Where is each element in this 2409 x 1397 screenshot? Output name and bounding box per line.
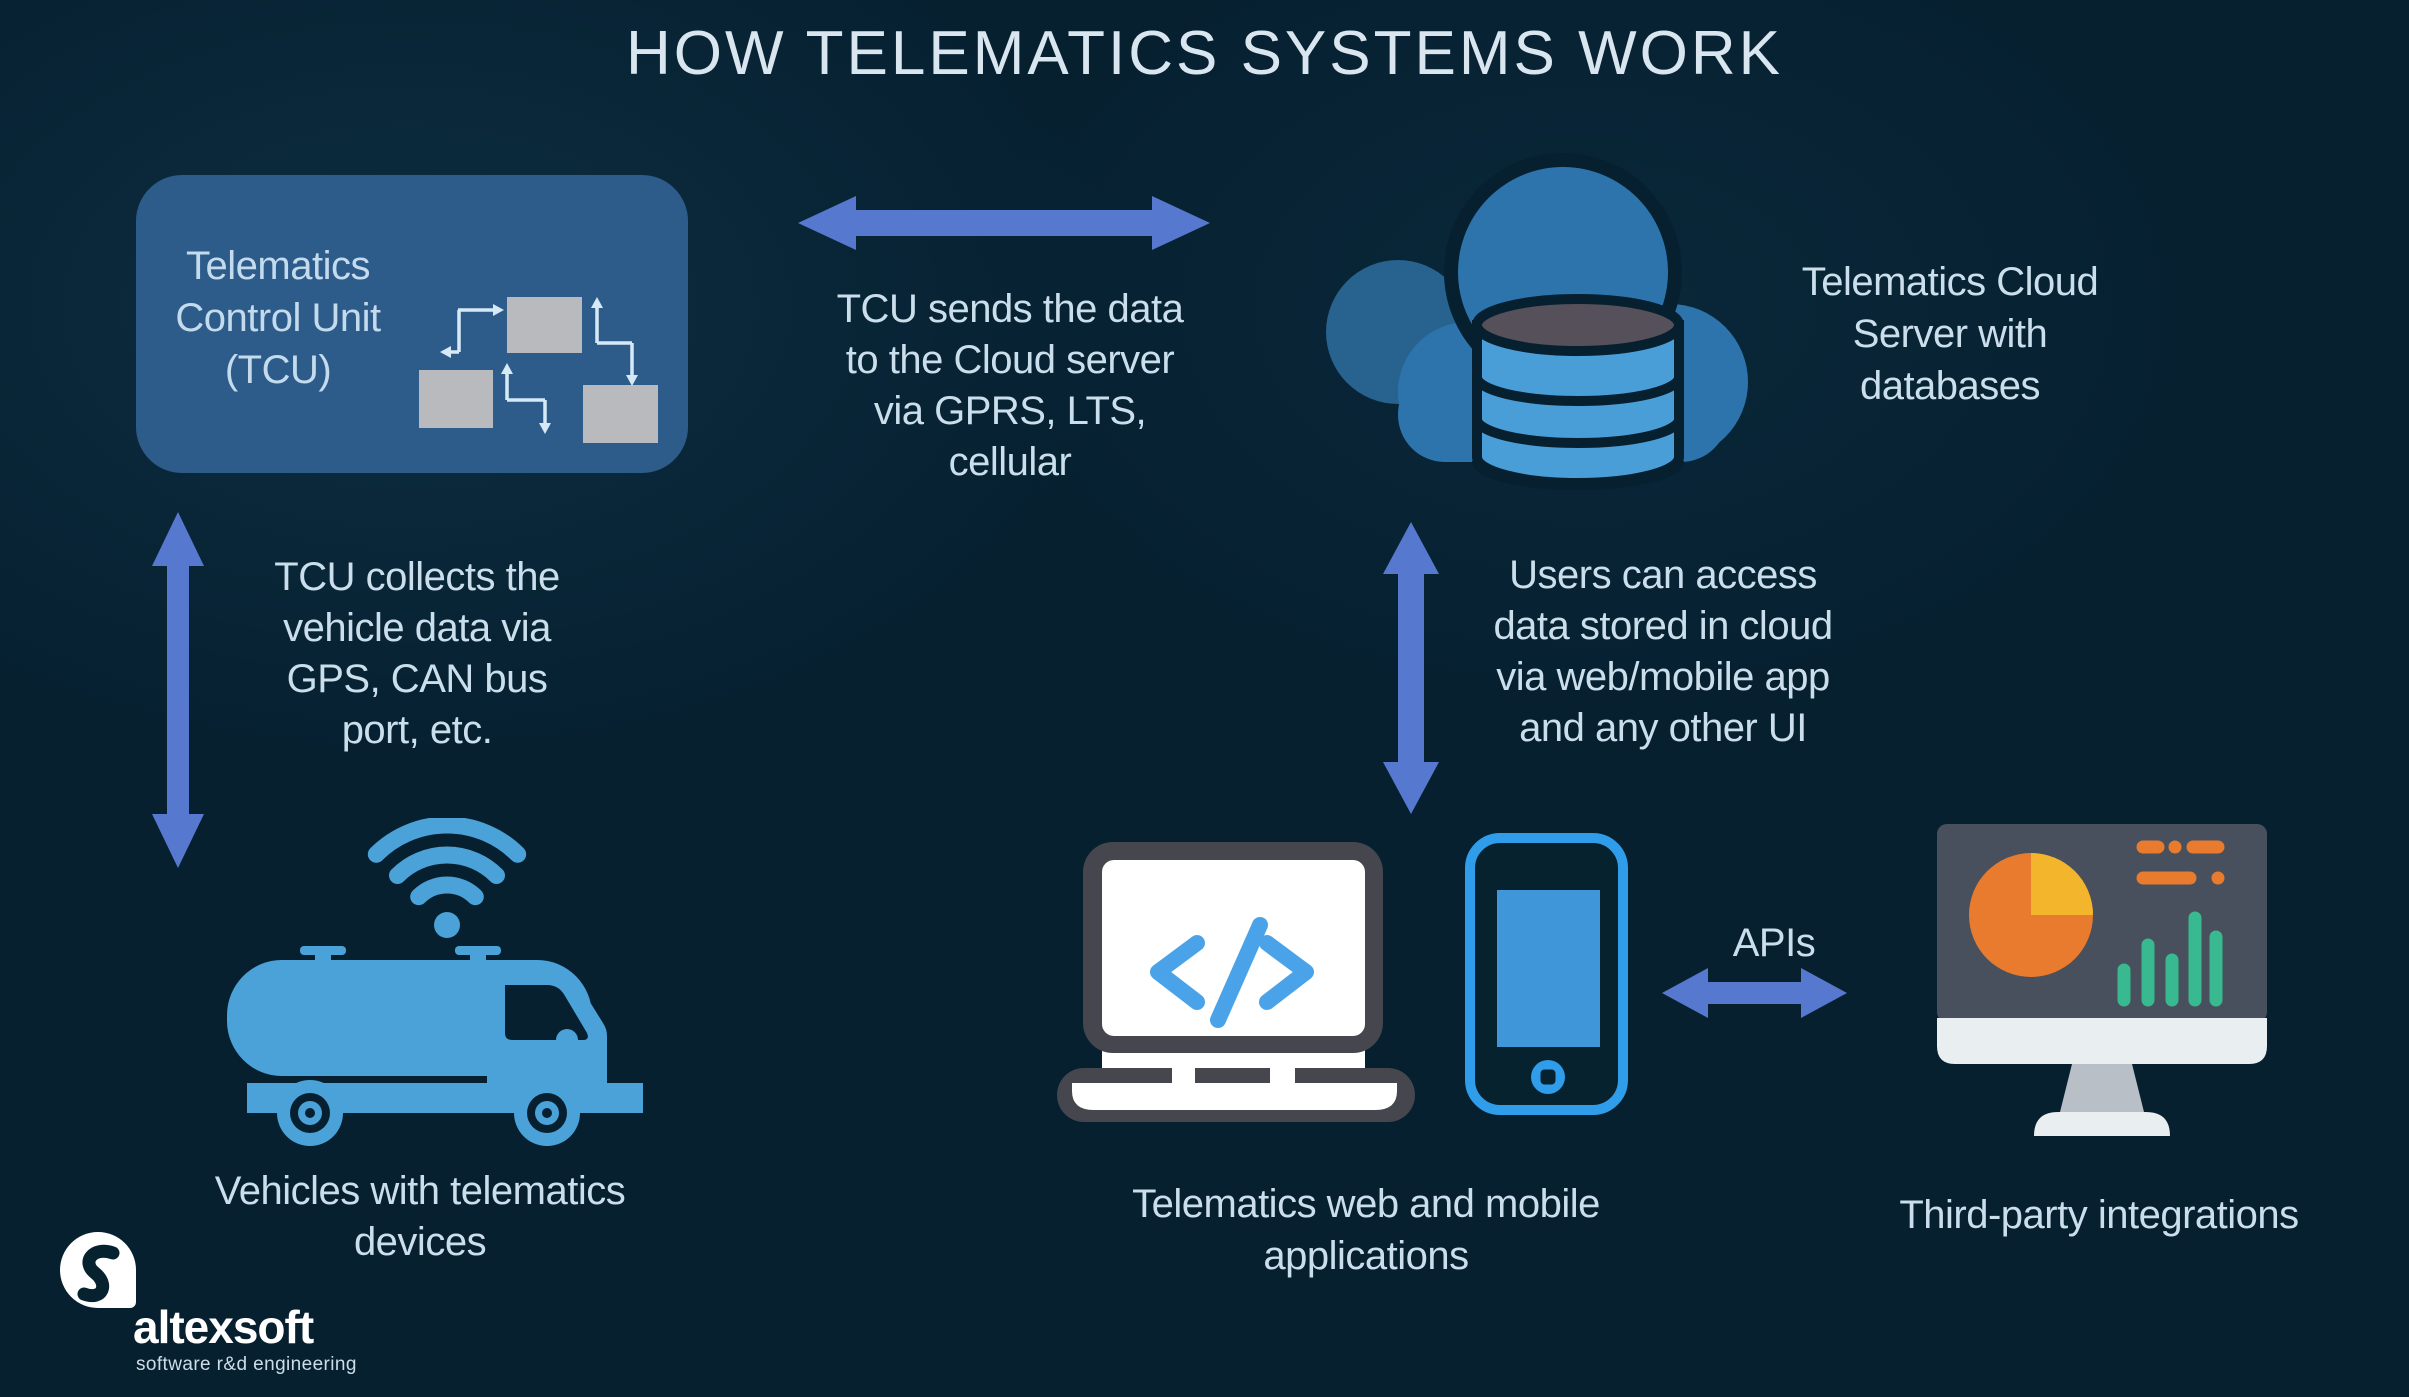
pie-chart-icon bbox=[1969, 853, 2093, 977]
tcu-node-label: Telematics Control Unit (TCU) bbox=[175, 244, 381, 392]
code-icon bbox=[1150, 917, 1314, 1028]
link-cloud-apps-label: Users can access data stored in cloud vi… bbox=[1493, 553, 1833, 750]
integrations-node-label: Third-party integrations bbox=[1899, 1193, 2299, 1237]
wifi-icon bbox=[367, 818, 527, 906]
smartphone-icon bbox=[1465, 833, 1628, 1115]
altexsoft-s-bubble-icon bbox=[60, 1232, 136, 1308]
bar-chart-icon bbox=[2117, 911, 2223, 1007]
tanker-truck-wifi-icon bbox=[227, 818, 643, 1146]
flow-squares-icon bbox=[419, 297, 658, 443]
vehicles-node-label: Vehicles with telematics devices bbox=[214, 1169, 626, 1264]
double-arrow-vertical-tcu-vehicles-icon bbox=[152, 512, 204, 868]
double-arrow-horizontal-tcu-cloud-icon bbox=[798, 196, 1210, 250]
text-lines-icon bbox=[2136, 840, 2225, 885]
link-tcu-cloud-label: TCU sends the data to the Cloud server v… bbox=[836, 287, 1184, 484]
link-tcu-vehicles-label: TCU collects the vehicle data via GPS, C… bbox=[274, 555, 560, 752]
brand-tagline: software r&d engineering bbox=[136, 1354, 357, 1375]
monitor-dashboard-icon bbox=[1937, 824, 2267, 1136]
link-apis-label: APIs bbox=[1732, 921, 1816, 965]
monitor-stand bbox=[2060, 1064, 2144, 1112]
wheel-icon bbox=[514, 1080, 580, 1146]
page-title: HOW TELEMATICS SYSTEMS WORK bbox=[626, 19, 1783, 88]
monitor-base bbox=[2034, 1112, 2170, 1136]
wheel-icon bbox=[277, 1080, 343, 1146]
database-icon bbox=[1472, 294, 1684, 490]
brand-name: altexsoft bbox=[133, 1301, 314, 1353]
cloud-node-label: Telematics Cloud Server with databases bbox=[1801, 260, 2099, 408]
apps-node-label: Telematics web and mobile applications bbox=[1132, 1182, 1600, 1278]
laptop-icon bbox=[1057, 842, 1415, 1122]
double-arrow-horizontal-apis-icon bbox=[1662, 968, 1847, 1018]
double-arrow-vertical-cloud-apps-icon bbox=[1383, 522, 1439, 814]
logo-s-glyph bbox=[77, 1244, 120, 1303]
cloud-database-icon bbox=[1326, 153, 1748, 490]
